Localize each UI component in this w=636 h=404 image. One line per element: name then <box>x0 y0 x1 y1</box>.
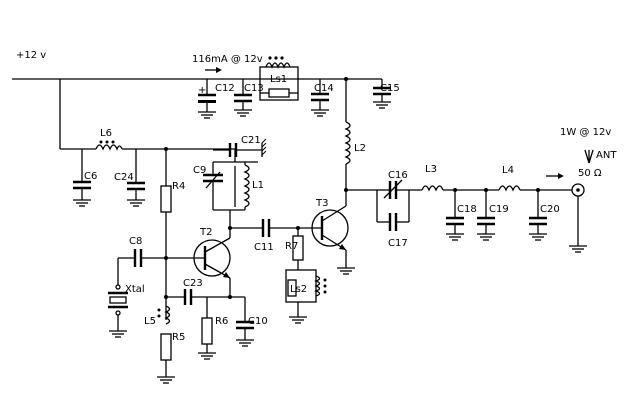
power-label: 1W @ 12v <box>560 127 611 138</box>
label-c20: C20 <box>540 204 560 215</box>
current-arrow <box>205 67 222 73</box>
svg-text:+: + <box>198 85 206 96</box>
label-c12: C12 <box>215 83 235 94</box>
label-l1: L1 <box>252 180 264 191</box>
label-t3: T3 <box>315 198 328 209</box>
capacitor-c8 <box>117 249 166 285</box>
label-c10: C10 <box>248 316 268 327</box>
label-c6: C6 <box>84 171 97 182</box>
inductor-l5 <box>157 305 171 325</box>
capacitor-c10 <box>236 297 254 347</box>
label-c18: C18 <box>457 204 477 215</box>
label-c8: C8 <box>129 236 142 247</box>
label-r7: R7 <box>285 241 298 252</box>
inductor-l2 <box>344 77 351 206</box>
capacitor-c24 <box>127 149 145 207</box>
label-r6: R6 <box>215 316 228 327</box>
label-l4: L4 <box>502 165 514 176</box>
capacitor-c12: + <box>198 79 216 119</box>
antenna-label: ANT <box>596 150 617 161</box>
label-xtal: Xtal <box>125 284 145 295</box>
label-c13: C13 <box>244 83 264 94</box>
inductor-l3 <box>421 185 499 192</box>
capacitor-c23 <box>164 289 245 305</box>
inductor-l4 <box>498 185 572 192</box>
tank-l1-c9 <box>203 162 250 238</box>
capacitor-c13 <box>234 79 252 117</box>
label-r5: R5 <box>172 332 185 343</box>
label-c24: C24 <box>114 172 134 183</box>
capacitor-c18 <box>446 188 464 241</box>
capacitor-c16-c17 <box>346 179 422 231</box>
label-l2: L2 <box>354 143 366 154</box>
capacitor-c19 <box>477 188 495 241</box>
resistor-r5 <box>157 333 175 384</box>
transistor-t3 <box>311 205 355 275</box>
label-r4: R4 <box>172 181 185 192</box>
label-c19: C19 <box>489 204 509 215</box>
current-label: 116mA @ 12v <box>192 54 263 65</box>
transistor-t2 <box>164 237 231 297</box>
capacitor-c20 <box>529 188 547 241</box>
label-c16: C16 <box>388 170 408 181</box>
output-arrow <box>546 173 564 179</box>
resistor-r6 <box>198 297 216 360</box>
inductor-l6 <box>95 140 123 151</box>
label-t2: T2 <box>199 227 212 238</box>
label-l5: L5 <box>144 316 156 327</box>
supply-label: +12 v <box>16 50 46 61</box>
label-c9: C9 <box>193 165 206 176</box>
resistor-r4 <box>160 147 172 320</box>
capacitor-c21 <box>213 138 267 163</box>
capacitor-c14 <box>311 79 329 117</box>
capacitor-c11 <box>228 219 312 237</box>
label-l6: L6 <box>100 128 112 139</box>
capacitor-c6 <box>73 149 91 207</box>
label-c23: C23 <box>183 278 203 289</box>
label-c14: C14 <box>314 83 334 94</box>
inductor-ls2 <box>285 269 327 324</box>
label-c11: C11 <box>254 242 274 253</box>
resistor-r7 <box>292 228 304 270</box>
label-ls2: Ls2 <box>290 284 307 295</box>
label-c21: C21 <box>241 135 261 146</box>
inductor-ls1 <box>259 56 299 101</box>
label-c15: C15 <box>380 83 400 94</box>
crystal-xtal <box>108 284 128 338</box>
label-ls1: Ls1 <box>270 74 287 85</box>
label-c17: C17 <box>388 238 408 249</box>
capacitor-c15 <box>373 79 391 109</box>
left-bus <box>59 79 235 150</box>
label-l3: L3 <box>425 164 437 175</box>
antenna-connector <box>569 149 594 253</box>
impedance-label: 50 Ω <box>578 168 602 179</box>
